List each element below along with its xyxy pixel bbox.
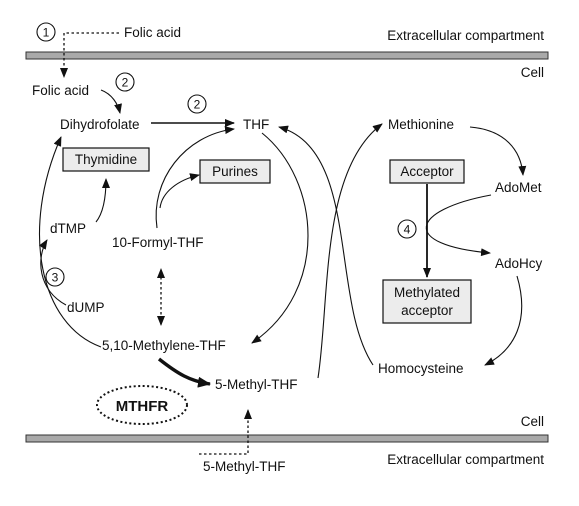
adohcy-to-homocysteine-arrow (484, 275, 523, 366)
thf-to-methylene-thf-arrow (251, 132, 309, 344)
mthfr-enzyme: MTHFR (96, 385, 188, 425)
folic-acid-label: Folic acid (32, 83, 89, 98)
dump-to-dtmp-arrow (38, 239, 67, 306)
svg-text:MTHFR: MTHFR (116, 398, 169, 415)
svg-text:1: 1 (43, 26, 50, 40)
methylene-to-methyl-thf-arrow (157, 357, 211, 388)
compartment-label-top-inside: Cell (521, 65, 544, 80)
folic-acid-to-dihydrofolate-arrow (100, 89, 122, 114)
step-2-marker-right: 2 (187, 94, 207, 114)
svg-text:acceptor: acceptor (401, 303, 453, 318)
compartment-label-bottom-outside: Extracellular compartment (387, 452, 544, 467)
compartment-label-top-outside: Extracellular compartment (387, 28, 544, 43)
adohcy-label: AdoHcy (495, 256, 543, 271)
top-membrane (25, 51, 549, 60)
methyl-thf-to-methionine-arrow (317, 123, 383, 379)
adomet-label: AdoMet (495, 180, 542, 195)
methyl-thf-label: 5-Methyl-THF (215, 377, 298, 392)
thymidine-box: Thymidine (62, 147, 150, 172)
step-4-marker: 4 (397, 219, 417, 239)
svg-text:4: 4 (404, 223, 411, 237)
step-3-marker: 3 (45, 267, 65, 287)
homocysteine-label: Homocysteine (378, 361, 464, 376)
methylene-thf-to-dihydrofolate-arrow (38, 136, 102, 348)
methylated-acceptor-box: Methylated acceptor (382, 279, 472, 324)
methyl-thf-extracellular-label: 5-Methyl-THF (203, 459, 286, 474)
bottom-membrane (25, 434, 549, 443)
formyl-thf-to-purines-arrow (159, 173, 200, 209)
dihydrofolate-label: Dihydrofolate (60, 117, 140, 132)
compartment-label-bottom-inside: Cell (521, 414, 544, 429)
thf-to-formyl-thf-arrow (155, 126, 235, 229)
step-2-marker-left: 2 (115, 72, 135, 92)
svg-text:2: 2 (194, 98, 201, 112)
methionine-to-adomet-arrow (469, 126, 527, 176)
svg-text:2: 2 (122, 76, 129, 90)
thf-label: THF (243, 117, 269, 132)
purines-box: Purines (199, 159, 271, 184)
svg-text:Acceptor: Acceptor (400, 164, 454, 179)
step-1-marker: 1 (36, 22, 56, 42)
dtmp-to-thymidine-arrow (95, 178, 110, 223)
folic-acid-uptake-arrow (60, 32, 119, 78)
homocysteine-to-thf-arrow (278, 125, 374, 366)
svg-text:Purines: Purines (212, 164, 258, 179)
svg-text:Methylated: Methylated (394, 285, 460, 300)
dump-label: dUMP (67, 300, 105, 315)
methylene-thf-label: 5,10-Methylene-THF (102, 338, 226, 353)
formyl-thf-label: 10-Formyl-THF (112, 235, 204, 250)
dtmp-label: dTMP (50, 221, 86, 236)
acceptor-box: Acceptor (389, 159, 465, 184)
svg-text:Thymidine: Thymidine (75, 152, 137, 167)
methyl-thf-uptake-arrow (199, 409, 252, 455)
svg-text:3: 3 (52, 271, 59, 285)
adomet-to-adohcy-arrow (425, 194, 492, 257)
methionine-label: Methionine (388, 117, 454, 132)
folic-acid-extracellular-label: Folic acid (124, 25, 181, 40)
